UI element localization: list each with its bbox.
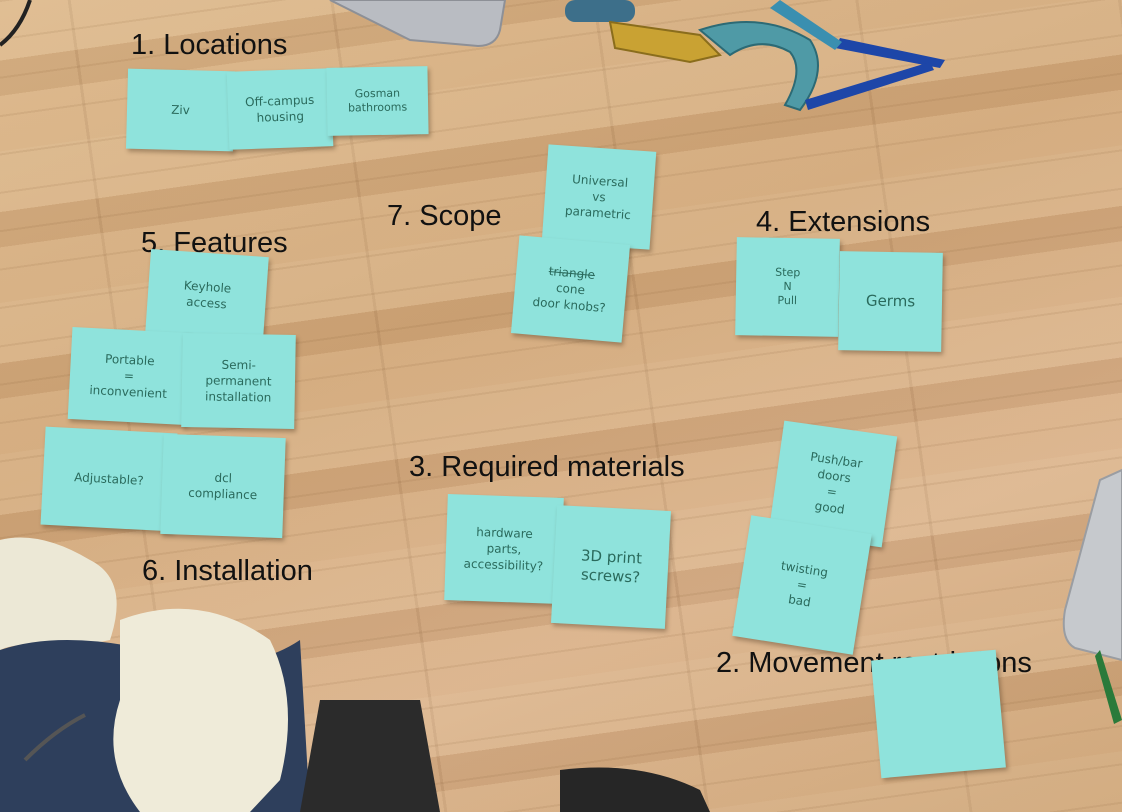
sticky-note-hardware-parts-accessibility: hardware parts, accessibility? (444, 494, 564, 604)
sticky-note-off-campus-housing: Off-campus housing (226, 68, 334, 150)
label-required-materials: 3. Required materials (409, 451, 685, 483)
note-text: cone door knobs? (532, 280, 607, 316)
pliers-head (770, 0, 842, 50)
pliers-handle-2 (805, 62, 934, 110)
label-installation: 6. Installation (142, 555, 313, 587)
label-scope: 7. Scope (387, 200, 502, 232)
sticky-note-cone-door-knobs: triangle cone door knobs? (510, 235, 631, 343)
label-extensions: 4. Extensions (756, 206, 931, 238)
cable (0, 0, 32, 47)
person-sleeve (0, 537, 117, 650)
person-jacket (113, 608, 288, 812)
sticky-note-portable-inconvenient: Portable = inconvenient (67, 326, 191, 426)
sticky-note-dcl-compliance: dcl compliance (160, 433, 286, 539)
sticky-note-semi-permanent-installation: Semi- permanent installation (181, 333, 296, 429)
sticky-note-twisting-bad: twisting = bad (732, 515, 872, 655)
laptop-right (1062, 468, 1122, 662)
laptop-top (329, 0, 507, 48)
yellow-tool (608, 20, 722, 64)
sticky-note-universal-vs-parametric: Universal vs parametric (541, 144, 657, 250)
jacket-zipper (23, 713, 86, 762)
sticky-note-keyhole-access: Keyhole access (145, 248, 269, 342)
sticky-note-step-n-pull: Step N Pull (735, 237, 840, 337)
sticky-note-blank (871, 649, 1006, 779)
sticky-note-3d-print-screws: 3D print screws? (550, 505, 672, 629)
sticky-note-germs: Germs (838, 251, 943, 352)
label-locations: 1. Locations (131, 29, 288, 61)
mug (565, 0, 635, 22)
black-bag (560, 767, 710, 812)
green-pen (1095, 650, 1122, 724)
sticky-note-ziv: Ziv (125, 68, 236, 152)
sticky-note-gosman-bathrooms: Gosman bathrooms (326, 66, 429, 136)
sticky-note-adjustable: Adjustable? (40, 426, 178, 532)
dark-object (300, 700, 440, 812)
pliers-handle-1 (835, 38, 945, 68)
teal-clamp (697, 21, 819, 112)
